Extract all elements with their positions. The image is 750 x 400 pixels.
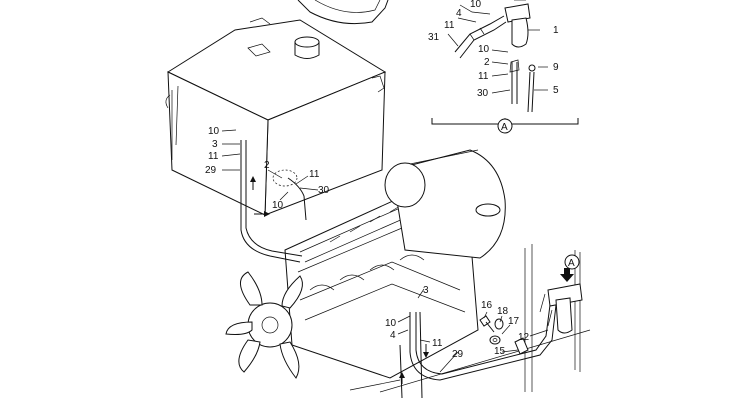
callout-inset-11: 11 bbox=[444, 20, 455, 31]
callout-inset-5: 5 bbox=[553, 85, 559, 96]
callout-inset-31: 31 bbox=[428, 32, 440, 43]
callout-tank-10: 10 bbox=[208, 126, 220, 137]
callout-engine-4: 4 bbox=[390, 330, 396, 341]
fuel-tank bbox=[165, 17, 387, 216]
callout-tank-10b: 10 bbox=[272, 200, 284, 211]
callout-tank-30: 30 bbox=[318, 185, 330, 196]
muffler bbox=[384, 149, 506, 259]
callout-inset-10b: 10 bbox=[478, 44, 490, 55]
inset-marker-letter: A bbox=[501, 122, 508, 133]
frame-rails bbox=[349, 244, 591, 393]
callout-inset-10: 10 bbox=[470, 0, 482, 10]
callout-engine-15: 15 bbox=[494, 346, 506, 357]
inset-marker bbox=[497, 118, 513, 134]
callout-tank-29: 29 bbox=[205, 165, 217, 176]
callout-inset-9: 9 bbox=[553, 62, 559, 73]
fan bbox=[225, 271, 303, 379]
view-marker bbox=[564, 254, 580, 270]
callout-inset-1: 1 bbox=[553, 25, 559, 36]
callout-engine-11: 11 bbox=[432, 338, 443, 349]
callout-tank-11: 11 bbox=[208, 151, 219, 162]
callout-inset-4: 4 bbox=[456, 8, 462, 19]
callout-engine-18: 18 bbox=[497, 306, 509, 317]
callout-tank-3: 3 bbox=[212, 139, 218, 150]
callout-engine-16: 16 bbox=[481, 300, 493, 311]
callout-tank-11b: 11 bbox=[309, 169, 320, 180]
leader-lines bbox=[221, 4, 549, 373]
callout-inset-2: 2 bbox=[484, 57, 490, 68]
callout-inset-30: 30 bbox=[477, 88, 489, 99]
fuel-hoses bbox=[240, 140, 557, 399]
bolt-washers bbox=[479, 315, 529, 355]
callout-engine-29: 29 bbox=[452, 349, 464, 360]
fuel-filter bbox=[539, 283, 583, 334]
callout-engine-3: 3 bbox=[423, 285, 429, 296]
top-cover bbox=[297, 0, 389, 25]
view-marker-letter: A bbox=[568, 258, 575, 269]
callout-engine-12: 12 bbox=[518, 332, 530, 343]
callout-engine-10: 10 bbox=[385, 318, 397, 329]
callout-tank-2: 2 bbox=[264, 160, 270, 171]
callout-inset-11b: 11 bbox=[478, 71, 489, 82]
flow-arrows bbox=[250, 176, 574, 384]
callout-engine-17: 17 bbox=[508, 316, 520, 327]
callout-labels: 10 4 11 31 1 10 2 11 9 30 5 A 10 3 11 29… bbox=[205, 0, 580, 360]
